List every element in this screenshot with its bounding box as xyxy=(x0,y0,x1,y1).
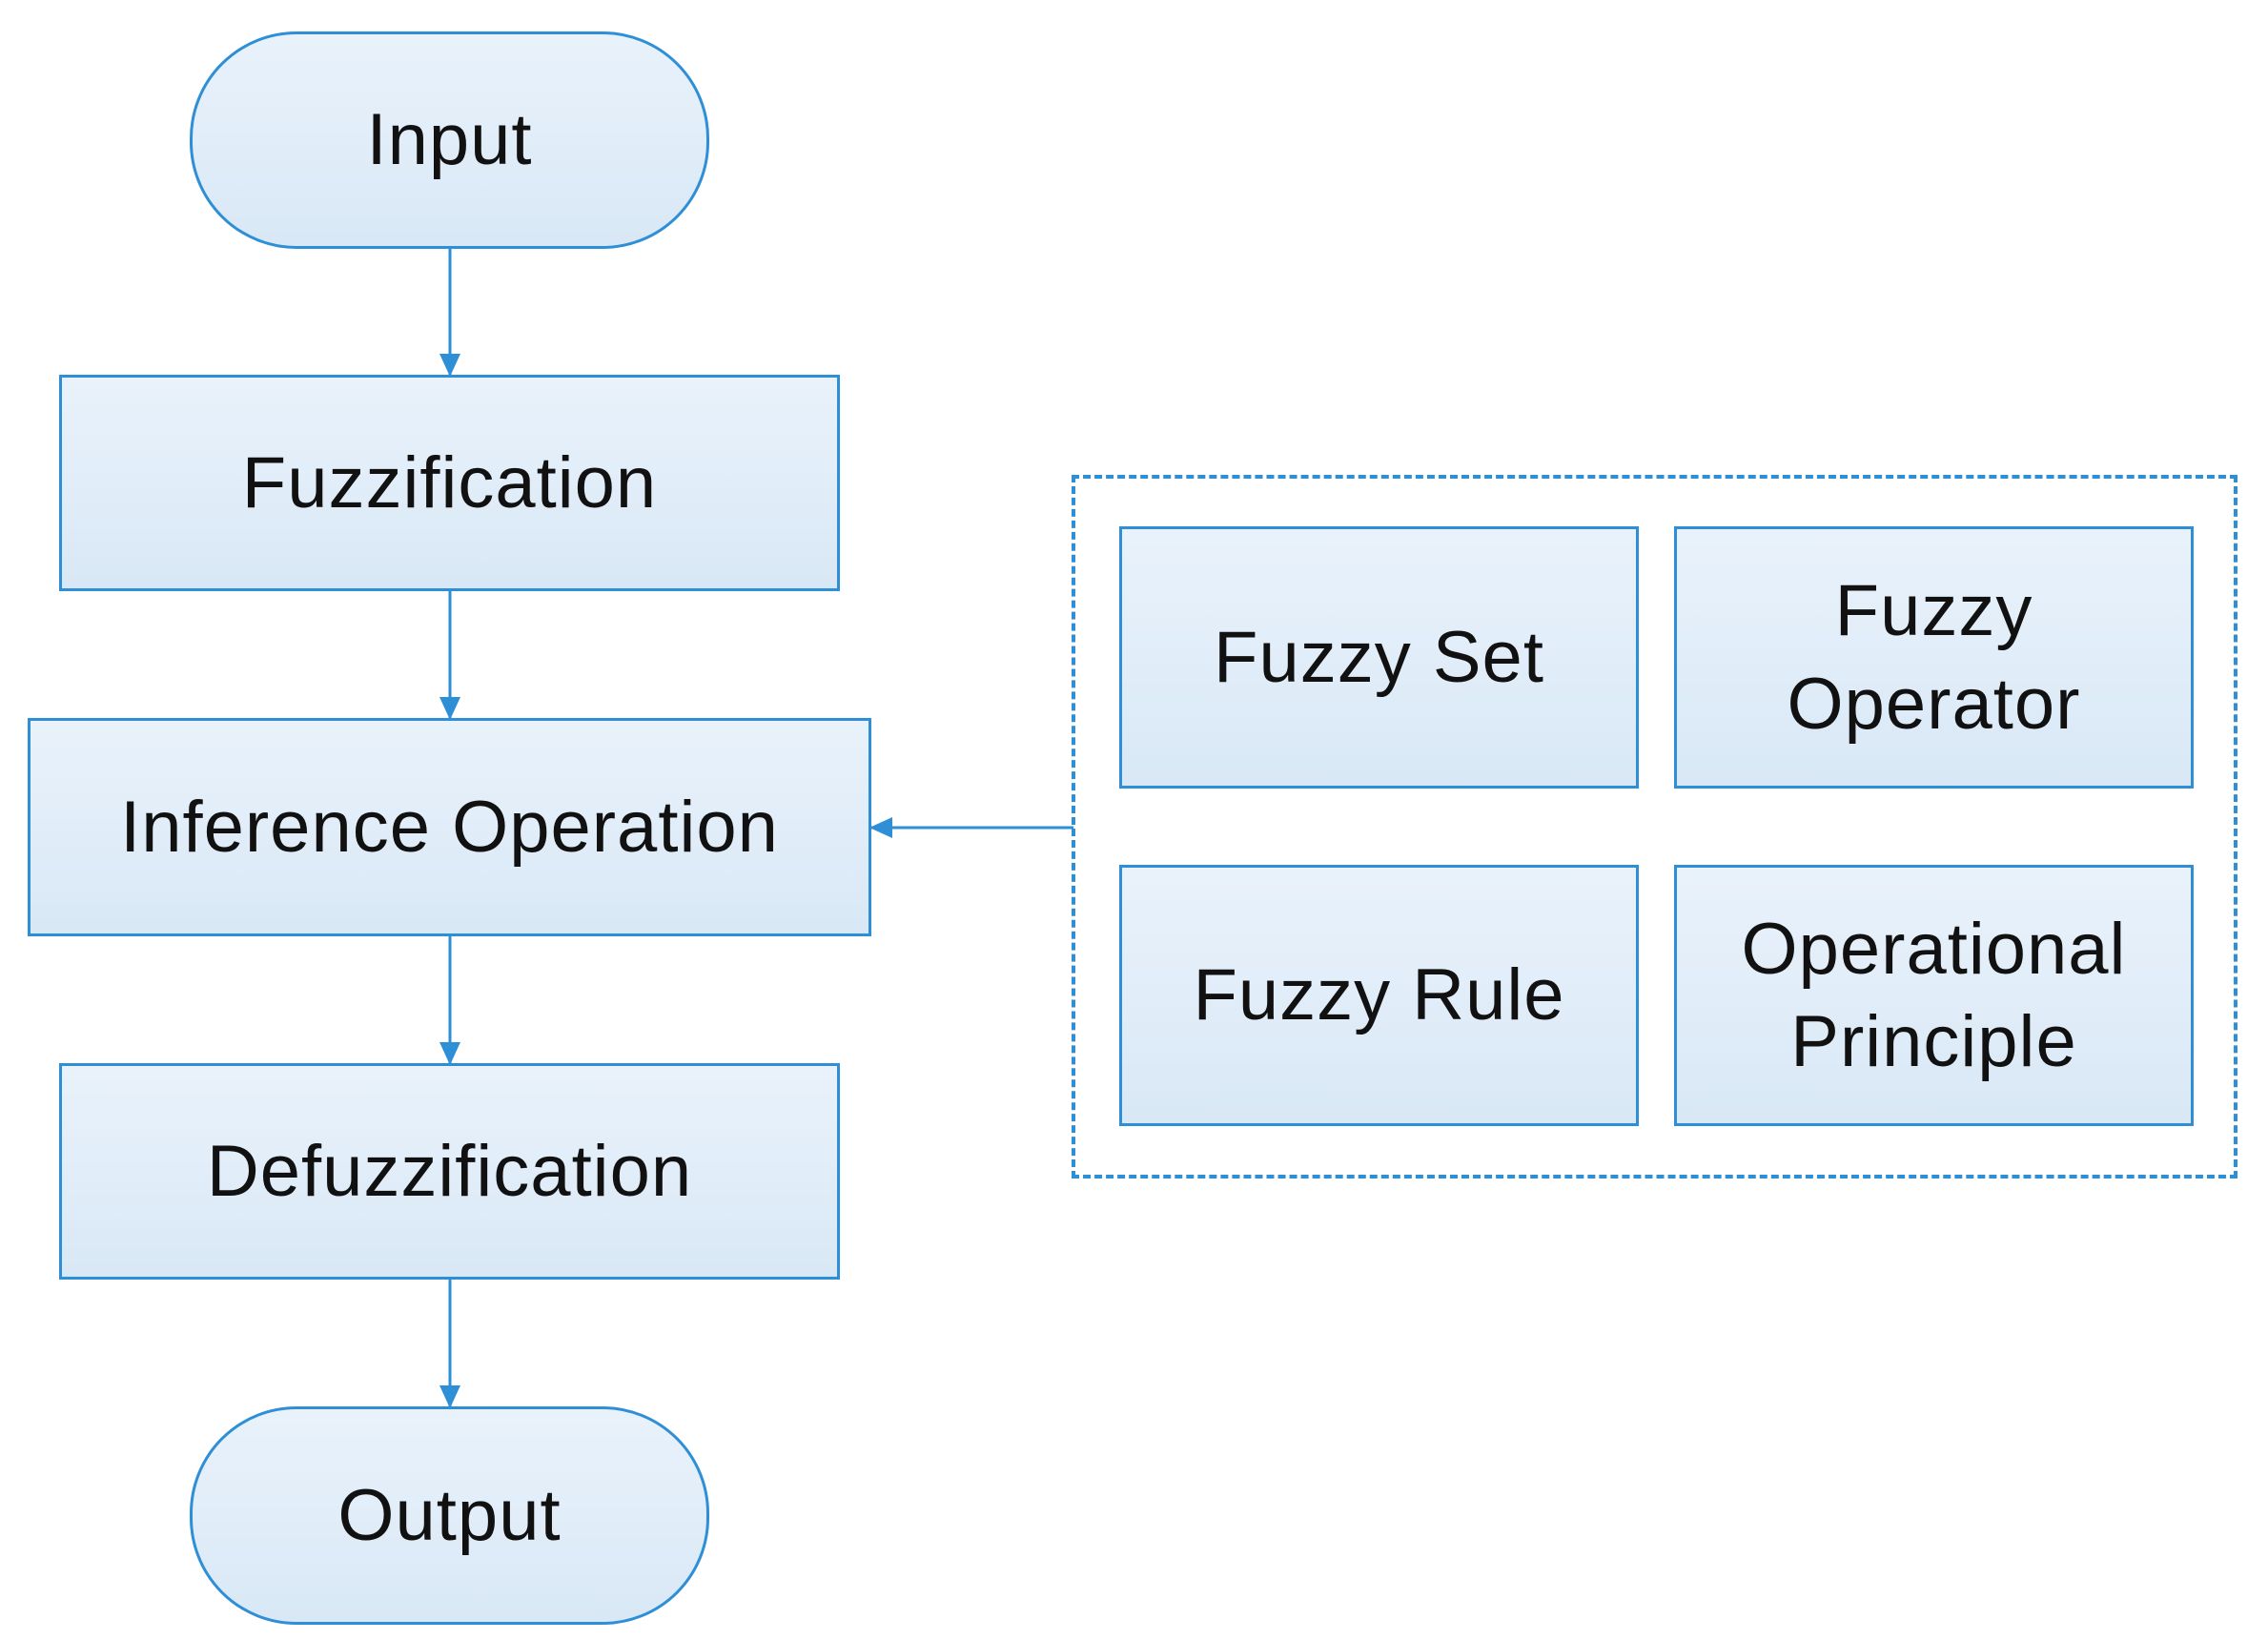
knowledge-base-group xyxy=(1072,475,2237,1179)
fuzzy-set-box: Fuzzy Set xyxy=(1119,526,1639,789)
fuzzy-set-label: Fuzzy Set xyxy=(1214,616,1544,698)
operational-principle-label: Operational Principle xyxy=(1741,908,2127,1082)
output-terminal: Output xyxy=(190,1406,709,1625)
inference-operation-label: Inference Operation xyxy=(120,786,779,868)
inference-operation-box: Inference Operation xyxy=(28,718,871,936)
fuzzy-rule-label: Fuzzy Rule xyxy=(1193,954,1565,1036)
output-label: Output xyxy=(337,1474,562,1556)
defuzzification-box: Defuzzification xyxy=(59,1063,840,1280)
fuzzification-label: Fuzzification xyxy=(241,441,658,523)
defuzzification-label: Defuzzification xyxy=(206,1130,693,1212)
fuzzy-rule-box: Fuzzy Rule xyxy=(1119,865,1639,1126)
fuzzy-operator-box: Fuzzy Operator xyxy=(1674,526,2194,789)
fuzzification-box: Fuzzification xyxy=(59,375,840,591)
input-terminal: Input xyxy=(190,31,709,249)
fuzzy-operator-label: Fuzzy Operator xyxy=(1787,570,2081,745)
operational-principle-box: Operational Principle xyxy=(1674,865,2194,1126)
input-label: Input xyxy=(366,99,533,181)
